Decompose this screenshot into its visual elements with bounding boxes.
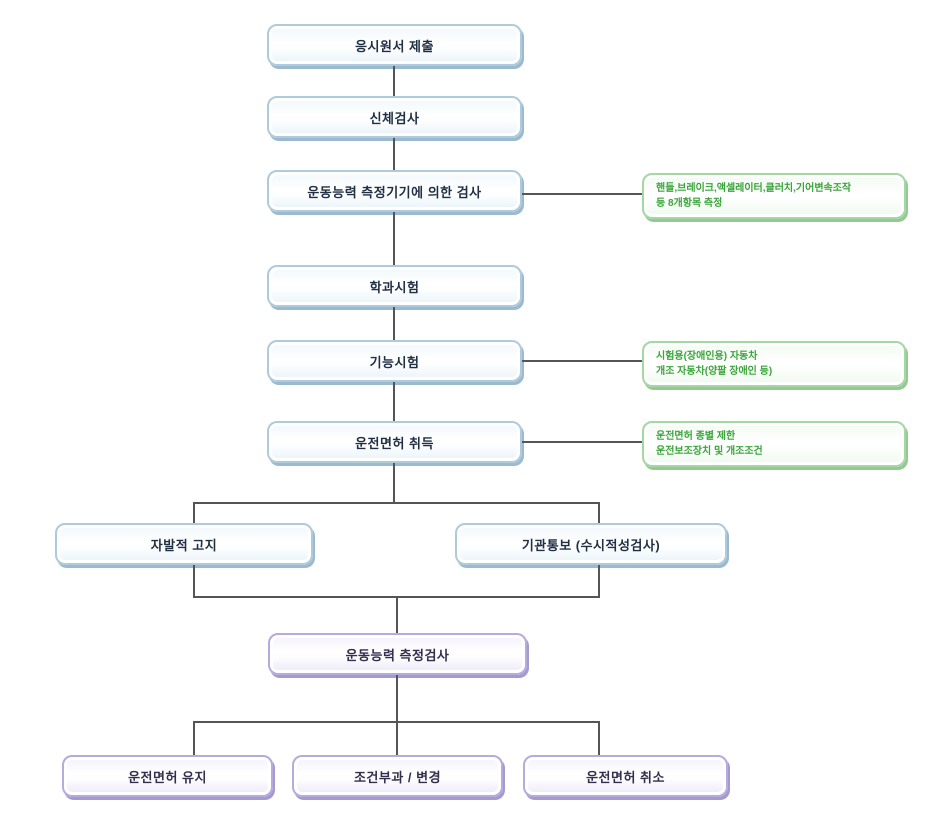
- connector-line: [522, 193, 642, 195]
- flow-box-voluntary-notice: 자발적 고지: [55, 523, 313, 565]
- note-line: 운전보조장치 및 개조조건: [656, 446, 763, 457]
- note-line: 개조 자동차(양팔 장애인 등): [656, 366, 773, 377]
- note-line: 등 8개항목 측정: [656, 198, 723, 209]
- connector-line: [598, 502, 600, 523]
- connector-line: [396, 721, 398, 755]
- connector-line: [193, 565, 195, 596]
- note-measurement-items: 핸들,브레이크,액셀레이터,클러치,기어변속조작 등 8개항목 측정: [642, 173, 906, 219]
- connector-line: [522, 360, 642, 362]
- flow-box-license-revoke: 운전면허 취소: [523, 755, 728, 797]
- note-line: 운전면허 종별 제한: [656, 431, 736, 442]
- connector-line: [522, 441, 642, 443]
- note-line: 시험용(장애인용) 자동차: [656, 351, 758, 362]
- connector-line: [393, 212, 395, 265]
- connector-line: [193, 721, 195, 755]
- flow-box-motor-ability-check: 운동능력 측정검사: [268, 633, 527, 675]
- connector-line: [193, 502, 600, 504]
- note-test-vehicle: 시험용(장애인용) 자동차 개조 자동차(양팔 장애인 등): [642, 341, 906, 387]
- flow-box-application-submit: 응시원서 제출: [267, 24, 522, 66]
- connector-line: [193, 502, 195, 523]
- flow-box-license-maintain: 운전면허 유지: [62, 755, 273, 797]
- note-license-conditions: 운전면허 종별 제한 운전보조장치 및 개조조건: [642, 421, 906, 467]
- connector-line: [598, 565, 600, 596]
- note-line: 핸들,브레이크,액셀레이터,클러치,기어변속조작: [656, 183, 852, 194]
- connector-line: [396, 596, 398, 633]
- connector-line: [396, 675, 398, 721]
- flow-box-motor-ability-device-test: 운동능력 측정기기에 의한 검사: [267, 170, 522, 212]
- connector-line: [393, 463, 395, 502]
- connector-line: [393, 66, 395, 96]
- connector-line: [393, 307, 395, 340]
- flow-box-physical-exam: 신체검사: [267, 96, 522, 138]
- flow-box-agency-notification: 기관통보 (수시적성검사): [455, 523, 727, 565]
- connector-line: [598, 721, 600, 755]
- flow-box-skill-test: 기능시험: [267, 340, 522, 382]
- flow-box-license-acquisition: 운전면허 취득: [267, 421, 522, 463]
- connector-line: [393, 382, 395, 421]
- flow-box-condition-change: 조건부과 / 변경: [292, 755, 503, 797]
- flow-box-written-test: 학과시험: [267, 265, 522, 307]
- connector-line: [393, 138, 395, 170]
